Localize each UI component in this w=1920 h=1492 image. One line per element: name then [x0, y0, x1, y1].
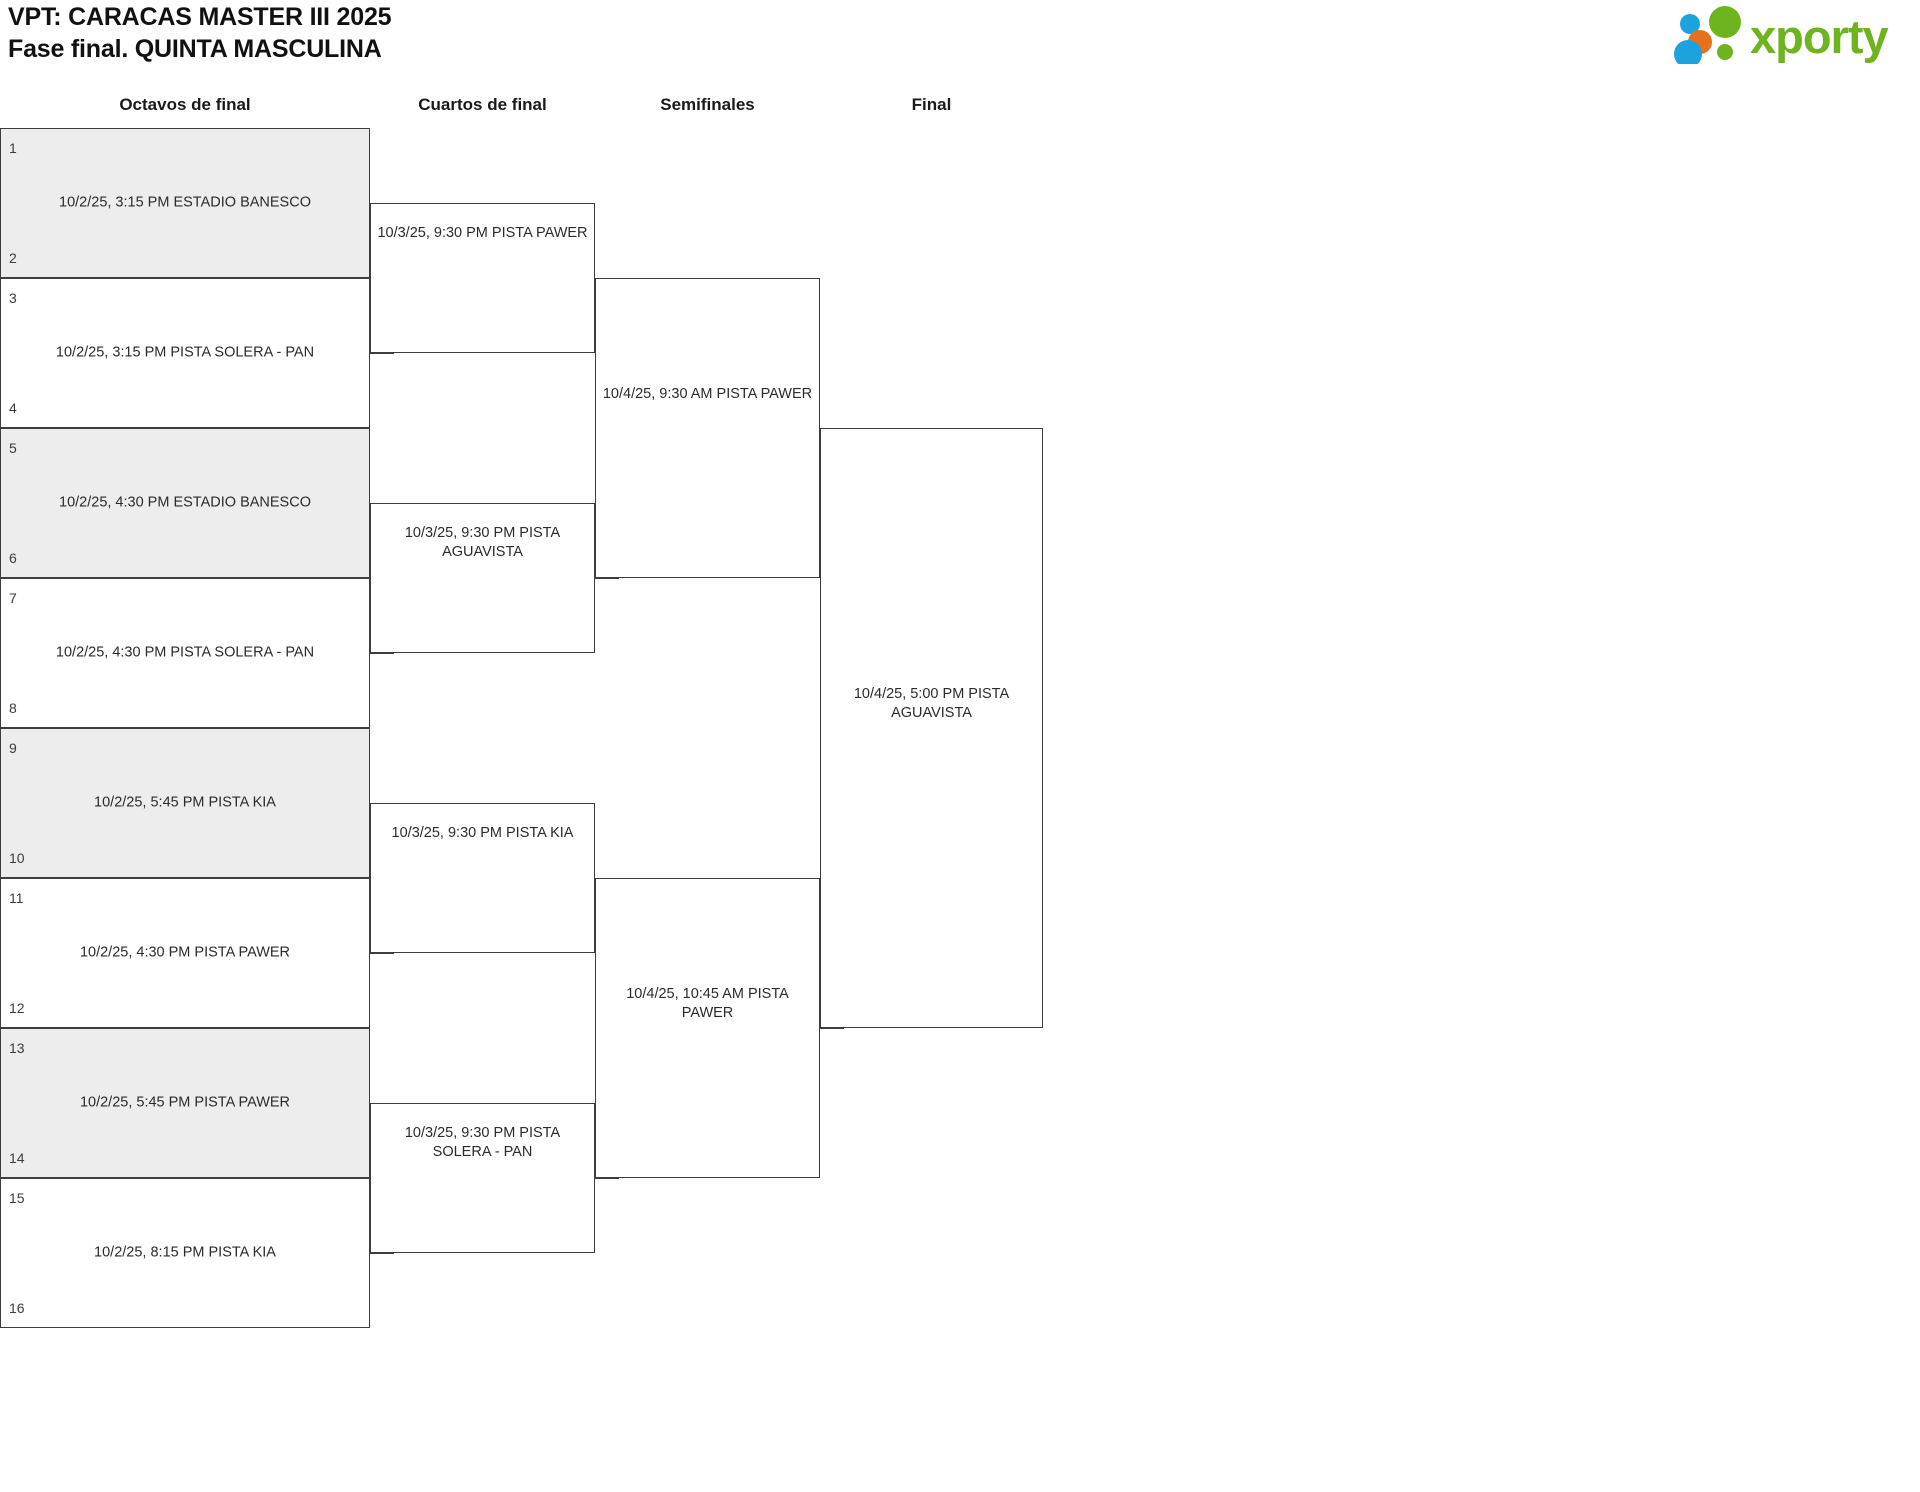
- match-info: 10/3/25, 9:30 PM PISTA AGUAVISTA: [404, 525, 561, 561]
- match-info: 10/4/25, 5:00 PM PISTA AGUAVISTA: [853, 686, 1010, 722]
- svg-text:xporty: xporty: [1750, 10, 1889, 63]
- connector-octavos-4: [370, 653, 394, 654]
- round-header-octavos: Octavos de final: [119, 95, 251, 114]
- seed-number-bottom: 10: [9, 850, 25, 866]
- match-info: 10/3/25, 9:30 PM PISTA KIA: [391, 825, 574, 841]
- seed-number-bottom: 4: [9, 400, 17, 416]
- match-box-octavos-3[interactable]: 5 10/2/25, 4:30 PM ESTADIO BANESCO 6: [0, 428, 370, 578]
- match-info: 10/2/25, 5:45 PM PISTA PAWER: [79, 1094, 291, 1111]
- round-header-semifinales: Semifinales: [660, 95, 755, 114]
- match-box-semifinal-2[interactable]: 10/4/25, 10:45 AM PISTA PAWER: [595, 878, 820, 1178]
- match-box-cuartos-2[interactable]: 10/3/25, 9:30 PM PISTA AGUAVISTA: [370, 503, 595, 653]
- seed-number-bottom: 2: [9, 250, 17, 266]
- match-info: 10/2/25, 4:30 PM PISTA SOLERA - PAN: [55, 644, 315, 661]
- match-box-cuartos-4[interactable]: 10/3/25, 9:30 PM PISTA SOLERA - PAN: [370, 1103, 595, 1253]
- match-box-cuartos-3[interactable]: 10/3/25, 9:30 PM PISTA KIA: [370, 803, 595, 953]
- seed-number-bottom: 16: [9, 1300, 25, 1316]
- seed-number-bottom: 8: [9, 700, 17, 716]
- match-box-octavos-8[interactable]: 15 10/2/25, 8:15 PM PISTA KIA 16: [0, 1178, 370, 1328]
- seed-number-top: 5: [9, 440, 17, 456]
- match-box-final-1[interactable]: 10/4/25, 5:00 PM PISTA AGUAVISTA: [820, 428, 1043, 1028]
- seed-number-top: 15: [9, 1190, 25, 1206]
- seed-number-top: 11: [9, 890, 24, 906]
- logo-dots-icon: [1674, 6, 1741, 64]
- xporty-logo[interactable]: xporty: [1672, 6, 1908, 64]
- match-box-octavos-5[interactable]: 9 10/2/25, 5:45 PM PISTA KIA 10: [0, 728, 370, 878]
- connector-octavos-2: [370, 353, 394, 354]
- match-info: 10/2/25, 3:15 PM PISTA SOLERA - PAN: [55, 344, 315, 361]
- match-box-octavos-2[interactable]: 3 10/2/25, 3:15 PM PISTA SOLERA - PAN 4: [0, 278, 370, 428]
- seed-number-top: 7: [9, 590, 17, 606]
- connector-cuartos-4: [595, 1178, 619, 1179]
- tournament-name: VPT: CARACAS MASTER III 2025: [8, 3, 392, 31]
- match-info: 10/2/25, 4:30 PM PISTA PAWER: [79, 944, 291, 961]
- match-box-octavos-6[interactable]: 11 10/2/25, 4:30 PM PISTA PAWER 12: [0, 878, 370, 1028]
- page-title: VPT: CARACAS MASTER III 2025 Fase final.…: [8, 2, 392, 65]
- match-box-octavos-1[interactable]: 1 10/2/25, 3:15 PM ESTADIO BANESCO 2: [0, 128, 370, 278]
- match-box-cuartos-1[interactable]: 10/3/25, 9:30 PM PISTA PAWER: [370, 203, 595, 353]
- match-info: 10/2/25, 3:15 PM ESTADIO BANESCO: [59, 194, 311, 211]
- connector-octavos-6: [370, 953, 394, 954]
- match-info: 10/2/25, 5:45 PM PISTA KIA: [94, 794, 276, 811]
- match-info: 10/2/25, 8:15 PM PISTA KIA: [94, 1244, 276, 1261]
- connector-cuartos-2: [595, 578, 619, 579]
- connector-semifinal-2: [820, 1028, 844, 1029]
- seed-number-top: 9: [9, 740, 17, 756]
- round-header-final: Final: [911, 95, 952, 114]
- match-info: 10/4/25, 9:30 AM PISTA PAWER: [602, 386, 813, 402]
- match-info: 10/3/25, 9:30 PM PISTA PAWER: [377, 225, 588, 241]
- seed-number-top: 13: [9, 1040, 25, 1056]
- match-info: 10/4/25, 10:45 AM PISTA PAWER: [626, 986, 789, 1022]
- seed-number-bottom: 6: [9, 550, 17, 566]
- match-info: 10/2/25, 4:30 PM ESTADIO BANESCO: [59, 494, 311, 511]
- round-header-cuartos: Cuartos de final: [418, 95, 547, 114]
- connector-octavos-8: [370, 1253, 394, 1254]
- seed-number-top: 3: [9, 290, 17, 306]
- tournament-phase: Fase final. QUINTA MASCULINA: [8, 34, 382, 63]
- logo-wordmark: xporty: [1750, 10, 1890, 63]
- seed-number-top: 1: [9, 140, 17, 156]
- match-box-octavos-4[interactable]: 7 10/2/25, 4:30 PM PISTA SOLERA - PAN 8: [0, 578, 370, 728]
- match-box-semifinal-1[interactable]: 10/4/25, 9:30 AM PISTA PAWER: [595, 278, 820, 578]
- seed-number-bottom: 12: [9, 1000, 25, 1016]
- match-info: 10/3/25, 9:30 PM PISTA SOLERA - PAN: [404, 1125, 561, 1161]
- match-box-octavos-7[interactable]: 13 10/2/25, 5:45 PM PISTA PAWER 14: [0, 1028, 370, 1178]
- seed-number-bottom: 14: [9, 1150, 25, 1166]
